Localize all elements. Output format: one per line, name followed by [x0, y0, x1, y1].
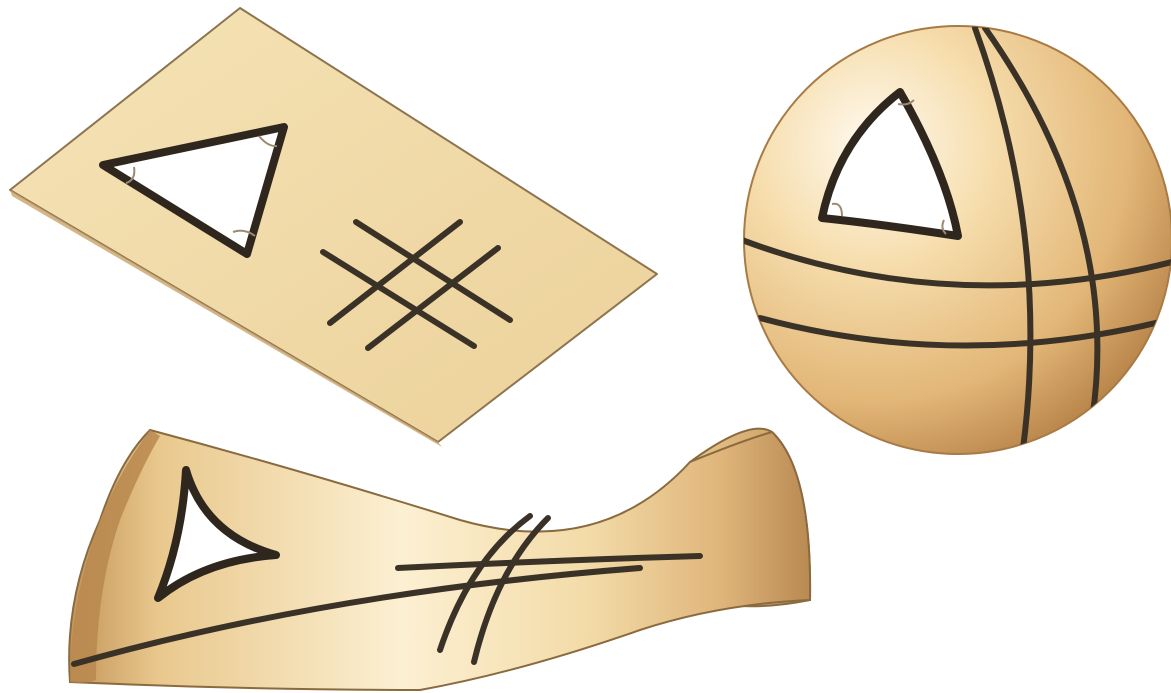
- sphere: [742, 26, 1171, 456]
- flat-plane: [10, 8, 657, 447]
- sphere-surface: [744, 26, 1171, 454]
- saddle: [69, 429, 810, 690]
- plane-surface: [10, 8, 657, 442]
